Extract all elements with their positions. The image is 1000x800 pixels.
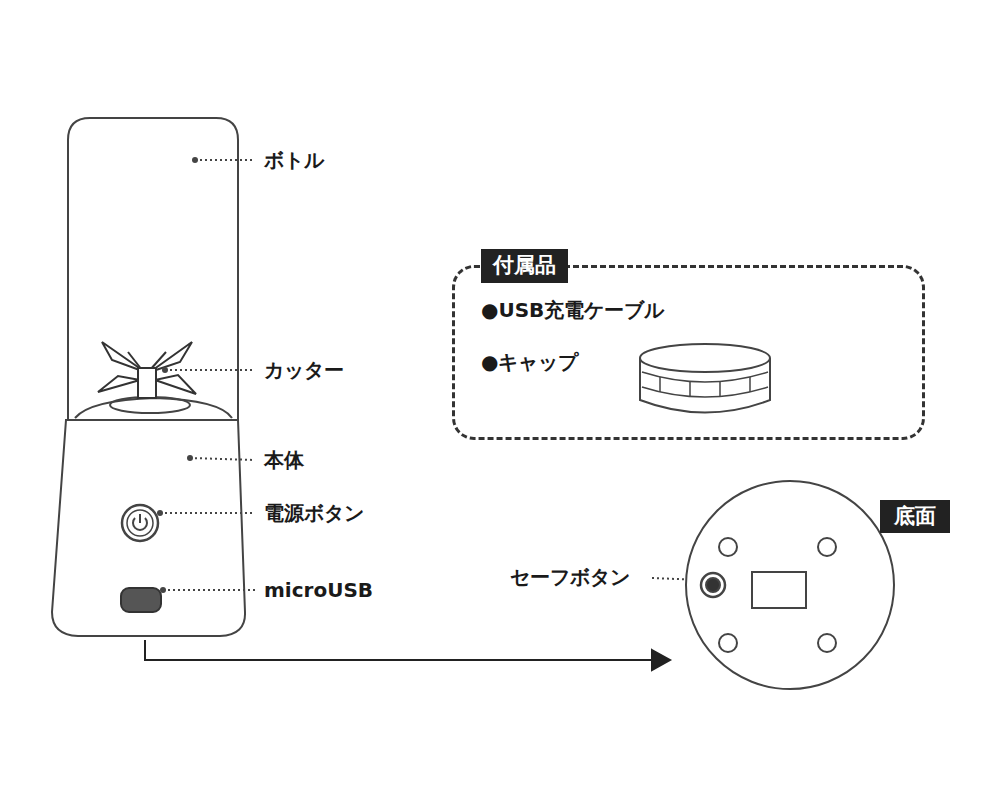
part-label: 本体 — [262, 448, 306, 472]
view-title-tab: 底面 — [880, 500, 950, 533]
leader-line — [160, 512, 255, 514]
bottle-outline — [68, 118, 238, 420]
foot — [818, 634, 836, 652]
leader-dot — [160, 587, 166, 593]
accessory-item: ●キャップ — [481, 350, 578, 374]
cutter-base — [75, 398, 232, 418]
heading-tab: 付属品 — [481, 249, 568, 282]
safe-button — [701, 573, 725, 597]
leader-line — [195, 159, 255, 161]
view-arrow — [145, 640, 652, 660]
leader-line — [163, 589, 255, 591]
accessories-box: 付属品●USB充電ケーブル●キャップ — [452, 265, 925, 440]
power-button — [122, 505, 158, 541]
cap-ribs — [660, 377, 750, 397]
leader-dot — [162, 367, 168, 373]
part-label: microUSB — [262, 578, 375, 602]
power-button-inner — [127, 510, 153, 536]
part-label: カッター — [262, 358, 346, 382]
power-symbol — [133, 514, 147, 530]
foot — [818, 538, 836, 556]
microusb-port — [121, 588, 161, 612]
cap-top — [640, 344, 770, 372]
safe-button-core — [706, 578, 720, 592]
cutter-hub — [110, 397, 190, 413]
leader-dot — [157, 510, 163, 516]
label-plate — [752, 572, 806, 608]
foot — [719, 634, 737, 652]
part-label: セーフボタン — [508, 565, 632, 589]
view-arrowhead — [652, 650, 670, 670]
leader-dot — [187, 455, 193, 461]
leader-line — [190, 458, 255, 460]
leader-line — [165, 369, 255, 371]
part-label: ボトル — [262, 148, 326, 172]
bottom-view — [686, 481, 894, 689]
part-label: 電源ボタン — [262, 501, 366, 525]
view-title: 底面 — [880, 500, 950, 533]
leader-dot — [192, 157, 198, 163]
foot — [719, 538, 737, 556]
body-outline — [52, 420, 245, 636]
cap-band — [642, 372, 768, 397]
accessory-item: ●USB充電ケーブル — [481, 298, 664, 322]
